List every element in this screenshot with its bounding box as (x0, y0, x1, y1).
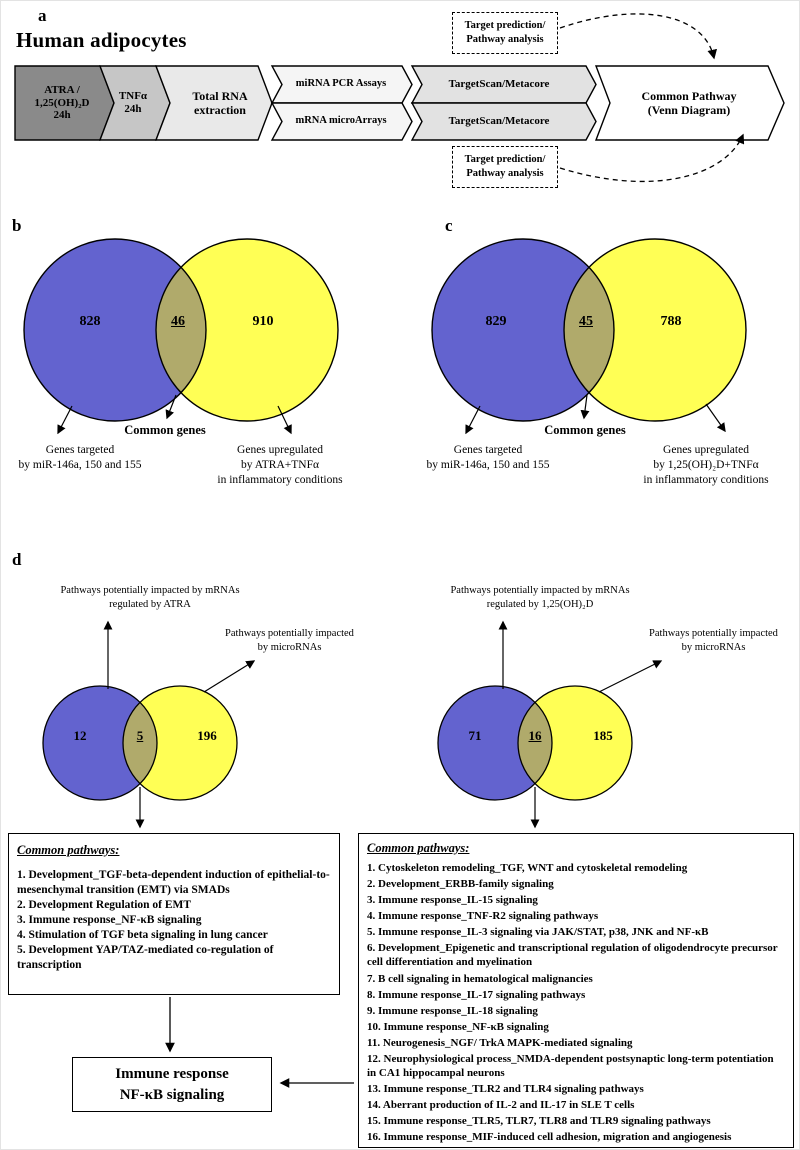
pathway-item: 16. Immune response_MIF-induced cell adh… (367, 1131, 732, 1144)
flow-arrow-atra-label: ATRA / 1,25(OH)₂D 24h (34, 83, 90, 122)
pathway-item: 5. Development YAP/TAZ-mediated co-regul… (17, 943, 274, 971)
common-pathways-box-right: Common pathways: 1. Cytoskeleton remodel… (358, 833, 794, 1148)
flow-arrow-mrna-label: mRNA microArrays (295, 115, 387, 127)
pathway-item: 4. Stimulation of TGF beta signaling in … (17, 928, 268, 941)
pathway-item: 6. Development_Epigenetic and transcript… (367, 942, 778, 969)
panel-c-label: c (445, 216, 453, 235)
venn-b-right-arrow (277, 405, 292, 435)
dashed-arrow-bottom (559, 133, 745, 183)
venn-b-overlap (156, 239, 206, 421)
venn-b (23, 238, 339, 435)
venn-c-right-outline (563, 238, 747, 422)
pathway-item: 4. Immune response_TNF-R2 signaling path… (367, 910, 599, 923)
venn-c (431, 238, 747, 435)
common-pathways-right-title: Common pathways: (367, 841, 470, 855)
dashed-arrow-top (559, 13, 717, 60)
venn-c-right-arrow (705, 403, 726, 433)
venn-c-left-circle (432, 239, 614, 421)
pathway-item: 13. Immune response_TLR2 and TLR4 signal… (367, 1083, 644, 1096)
pathway-item: 2. Development_ERBB-family signaling (367, 878, 554, 891)
venn-b-common-arrow (165, 394, 177, 420)
pathway-item: 7. B cell signaling in hematological mal… (367, 972, 593, 985)
venn-c-common-label: Common genes (544, 423, 626, 437)
venn-b-common-count: 46 (171, 314, 185, 329)
venn-c-common-count: 45 (579, 314, 593, 329)
pathway-item: 12. Neurophysiological process_NMDA-depe… (367, 1052, 774, 1080)
pathway-item: 1. Cytoskeleton remodeling_TGF, WNT and … (367, 862, 688, 874)
pathway-item: 2. Development Regulation of EMT (17, 898, 192, 911)
flow-arrow-common-pathway-label: Common Pathway (Venn Diagram) (641, 88, 737, 117)
venn-c-left-count: 829 (485, 314, 507, 329)
panel-b-label: b (12, 216, 22, 235)
venn-d-left-mirna-arrow (203, 660, 256, 693)
venn-d-left-blue-count: 12 (73, 728, 87, 743)
pathway-item: 3. Immune response_IL-15 signaling (367, 894, 538, 907)
target-prediction-box-top: Target prediction/ Pathway analysis (452, 12, 558, 54)
venn-c-left-outline (431, 238, 615, 422)
flow-arrow-targetscan-top-label: TargetScan/Metacore (448, 78, 550, 91)
pathway-item: 11. Neurogenesis_NGF/ TrkA MAPK-mediated… (367, 1036, 633, 1049)
venn-b-left-count: 828 (79, 314, 101, 329)
venn-d-right (437, 620, 663, 829)
venn-d-right-mirna-arrow (598, 660, 663, 693)
venn-d-right-common-count: 16 (528, 728, 542, 743)
panel-d-label: d (12, 550, 22, 569)
venn-b-right-circle (156, 239, 338, 421)
pathway-item: 10. Immune response_NF-κB signaling (367, 1020, 549, 1033)
venn-c-right-circle (564, 239, 746, 421)
venn-b-left-label: Genes targeted by miR-146a, 150 and 155 (18, 444, 142, 471)
venn-b-right-count: 910 (252, 314, 274, 329)
pathway-item: 9. Immune response_IL-18 signaling (367, 1004, 538, 1017)
pathway-item: 1. Development_TGF-beta-dependent induct… (17, 869, 330, 896)
pathway-item: 14. Aberrant production of IL-2 and IL-1… (367, 1099, 635, 1112)
venn-d-right-mirna-label: Pathways potentially impacted by microRN… (649, 628, 778, 653)
pathway-item: 3. Immune response_NF-κB signaling (17, 913, 202, 926)
flow-arrow-tnfa-label: TNFα 24h (118, 90, 148, 115)
venn-d-left-mirna-label: Pathways potentially impacted by microRN… (225, 628, 354, 653)
venn-d-right-mrna-label: Pathways potentially impacted by mRNAs r… (450, 585, 630, 610)
panel-a-label: a (38, 6, 47, 25)
venn-b-common-label: Common genes (124, 423, 206, 437)
venn-c-left-label: Genes targeted by miR-146a, 150 and 155 (426, 444, 550, 471)
venn-b-left-arrow (57, 405, 73, 435)
flow-arrow-targetscan-bottom-label: TargetScan/Metacore (448, 115, 550, 128)
venn-b-left-circle (24, 239, 206, 421)
flow-arrow-mirna-label: miRNA PCR Assays (295, 78, 387, 90)
venn-c-overlap (564, 239, 614, 421)
venn-d-right-yellow-count: 185 (593, 728, 613, 743)
venn-b-right-label: Genes upregulated by ATRA+TNFα in inflam… (217, 444, 343, 486)
venn-b-left-outline (23, 238, 207, 422)
venn-c-right-label: Genes upregulated by 1,25(OH)₂D+TNFα in … (643, 444, 769, 486)
pathway-item: 5. Immune response_IL-3 signaling via JA… (367, 926, 709, 939)
venn-d-left-common-count: 5 (136, 728, 144, 743)
pathway-item: 8. Immune response_IL-17 signaling pathw… (367, 988, 586, 1001)
common-pathways-left-title: Common pathways: (17, 843, 120, 857)
venn-c-common-arrow (580, 394, 590, 420)
venn-c-right-count: 788 (660, 314, 682, 329)
venn-b-right-outline (155, 238, 339, 422)
flow-arrow-rna-label: Total RNA extraction (192, 88, 248, 117)
common-pathways-box-left: Common pathways: 1. Development_TGF-beta… (8, 833, 340, 995)
venn-d-right-blue-count: 71 (468, 728, 482, 743)
result-box: Immune response NF-κB signaling (72, 1057, 272, 1112)
pathway-item: 15. Immune response_TLR5, TLR7, TLR8 and… (367, 1115, 711, 1128)
venn-d-left-mrna-label: Pathways potentially impacted by mRNAs r… (60, 585, 240, 610)
target-prediction-box-bottom: Target prediction/ Pathway analysis (452, 146, 558, 188)
venn-c-left-arrow (465, 405, 481, 435)
figure-title: Human adipocytes (16, 28, 187, 52)
venn-d-left-yellow-count: 196 (197, 728, 217, 743)
